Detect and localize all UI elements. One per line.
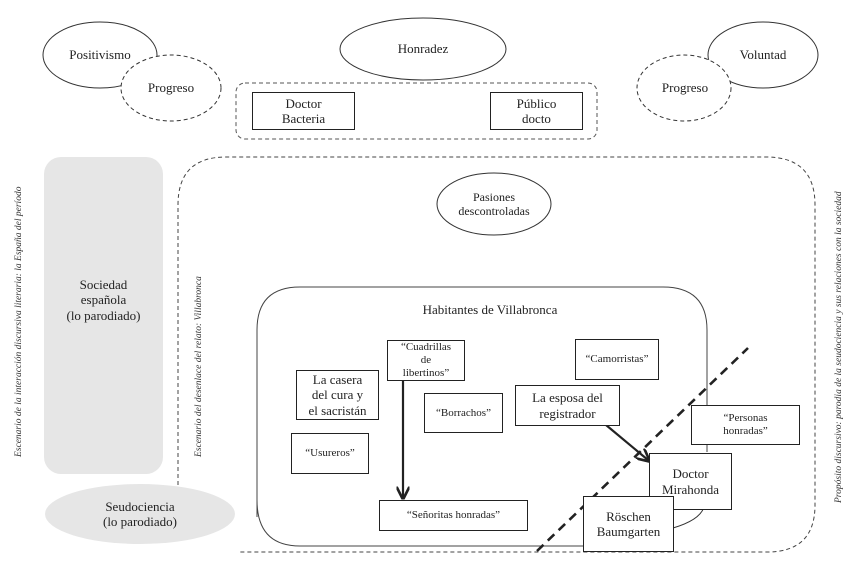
publico-docto-node: Público docto <box>490 92 583 130</box>
left-inner-side-label: Escenario del desenlace del relato: Vill… <box>194 276 204 457</box>
left-outer-side-label: Escenario de la interacción discursiva l… <box>14 186 24 457</box>
cuadrillas-node: “Cuadrillas de libertinos” <box>387 340 465 381</box>
diagonal-divider <box>536 347 749 552</box>
habitantes-boundary-bottom <box>256 499 585 547</box>
arrow-esposa-mirahonda <box>605 424 648 460</box>
seudociencia-label: Seudociencia (lo parodiado) <box>102 498 177 529</box>
link-roschen-mirahonda <box>672 506 705 529</box>
seudociencia-ellipse <box>45 484 235 544</box>
progreso-left-label: Progreso <box>147 80 195 96</box>
voluntad-label: Voluntad <box>739 47 787 63</box>
voluntad-ellipse <box>707 21 819 89</box>
habitantes-title: Habitantes de Villabronca <box>422 302 558 318</box>
honradez-ellipse <box>339 17 507 81</box>
habitantes-boundary <box>256 286 708 517</box>
villabronca-scene-boundary <box>177 156 816 553</box>
sociedad-label: Sociedad española (lo parodiado) <box>66 277 141 323</box>
progreso-right-label: Progreso <box>661 80 709 96</box>
honradez-group <box>235 82 598 140</box>
sociedad-panel <box>44 157 163 474</box>
casera-node: La casera del cura y el sacristán <box>296 370 379 420</box>
usureros-node: “Usureros” <box>291 433 369 474</box>
positivismo-label: Positivismo <box>69 47 131 63</box>
right-side-label: Propósito discursivo: parodia de la seud… <box>834 191 844 503</box>
camorristas-node: “Camorristas” <box>575 339 659 380</box>
senoritas-node: “Señoritas honradas” <box>379 500 528 531</box>
roschen-node: Röschen Baumgarten <box>583 496 674 552</box>
personas-honradas-node: “Personas honradas” <box>691 405 800 445</box>
borrachos-node: “Borrachos” <box>424 393 503 433</box>
progreso-right-ellipse <box>636 54 732 122</box>
esposa-node: La esposa del registrador <box>515 385 620 426</box>
pasiones-label: Pasiones descontroladas <box>458 189 530 218</box>
pasiones-ellipse <box>436 172 552 236</box>
doctor-bacteria-node: Doctor Bacteria <box>252 92 355 130</box>
honradez-label: Honradez <box>397 41 449 57</box>
progreso-left-ellipse <box>120 54 222 122</box>
